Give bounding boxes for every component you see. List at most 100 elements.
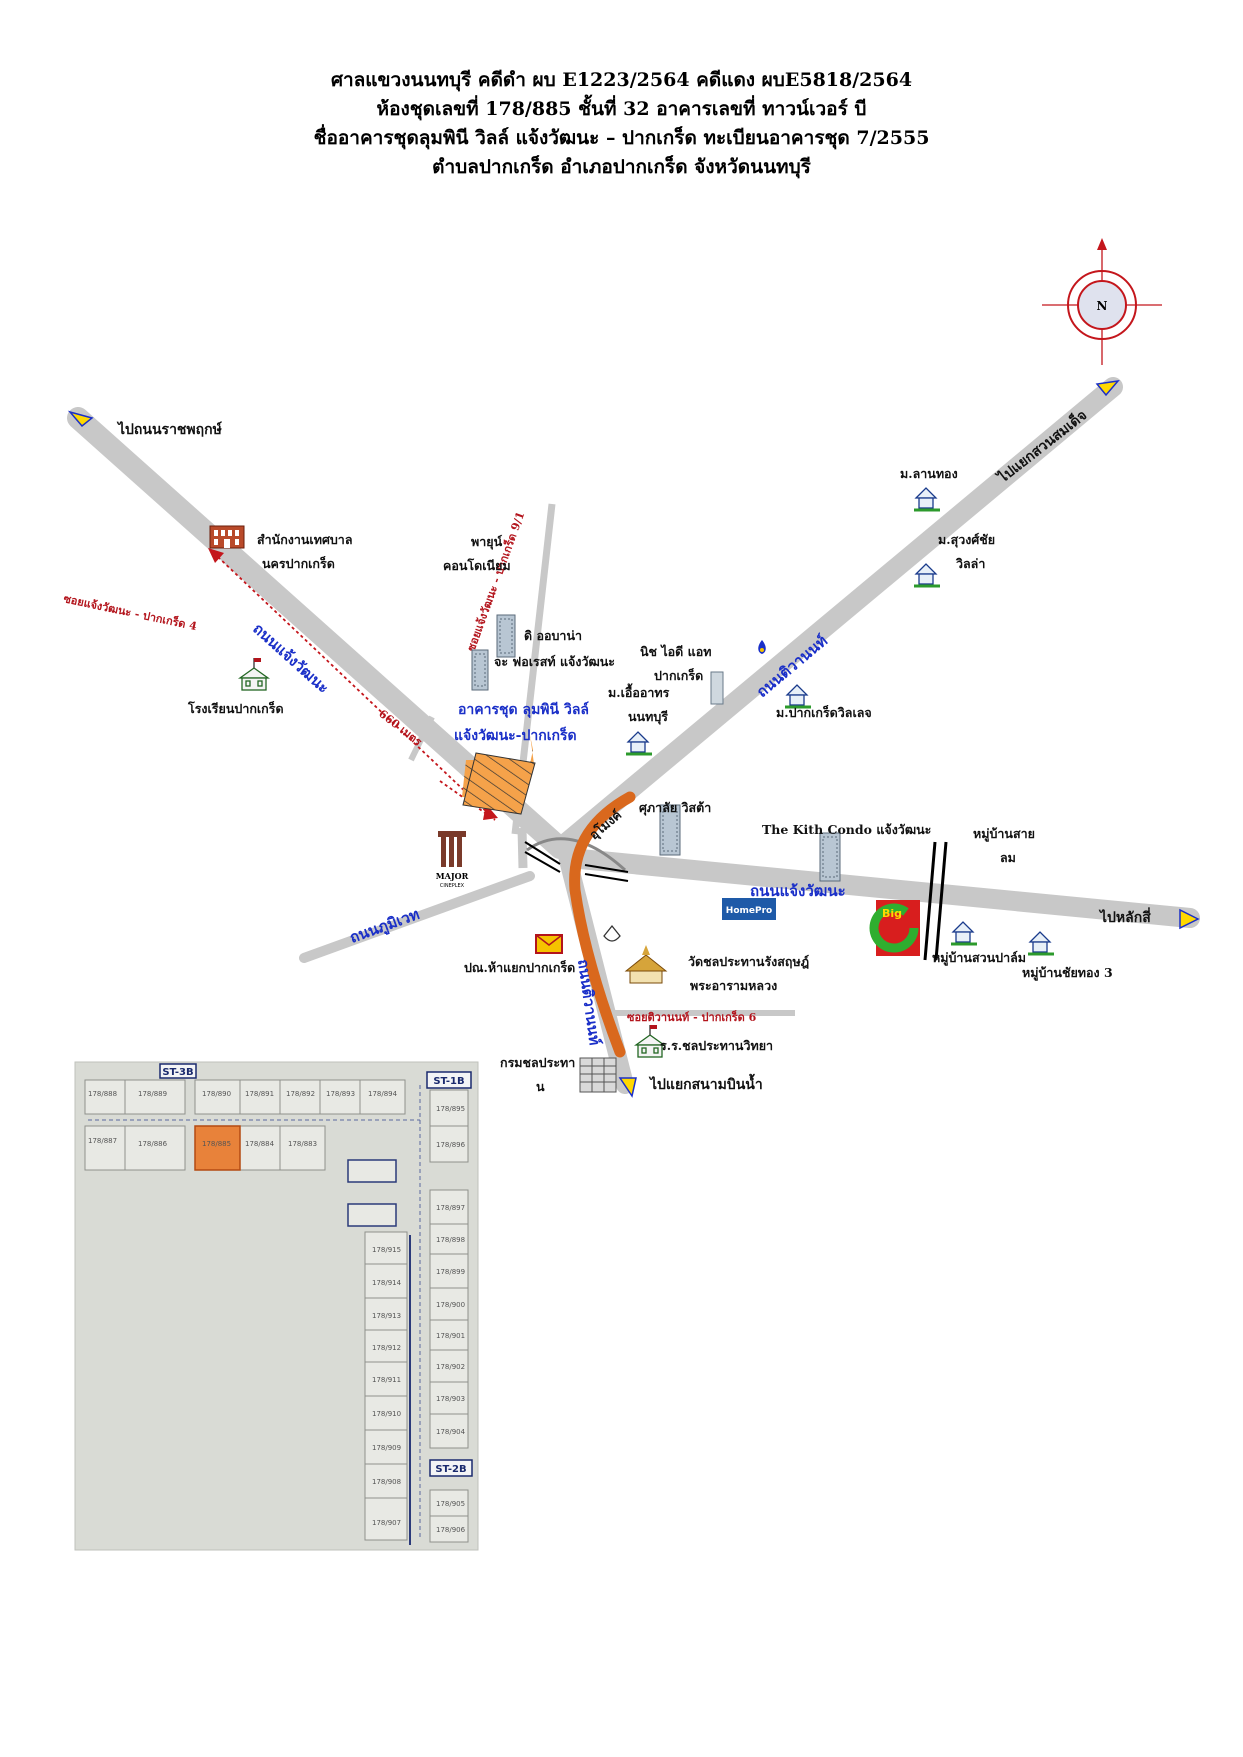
- label-pakkret-village: ม.ปากเกร็ดวิลเลจ: [776, 705, 872, 720]
- unit-labels-left: 178/915 178/914 178/913 178/912 178/911 …: [372, 1246, 402, 1527]
- unit-label: 178/884: [245, 1140, 275, 1148]
- unit-label: 178/907: [372, 1519, 401, 1527]
- compass-label: N: [1097, 299, 1108, 313]
- unit-label: 178/898: [436, 1236, 465, 1244]
- landmark-icon: [603, 924, 621, 942]
- homepro-logo: HomePro: [722, 898, 776, 920]
- school-icons: [237, 658, 667, 1058]
- label-lanthong: ม.ลานทอง: [900, 466, 958, 481]
- major-logo-line2: CINEPLEX: [440, 883, 465, 889]
- page-header: ศาลแขวงนนทบุรี คดีดำ ผบ E1223/2564 คดีแด…: [0, 66, 1243, 182]
- label-irrigation-dept-1: กรมชลประทา: [500, 1055, 575, 1070]
- unit-label: 178/915: [372, 1246, 401, 1254]
- label-irrigation-school: ร.ร.ชลประทานวิทยา: [660, 1038, 773, 1053]
- label-municipal-office-1: สำนักงานเทศบาล: [257, 532, 353, 547]
- header-line-2: ห้องชุดเลขที่ 178/885 ชั้นที่ 32 อาคารเล…: [376, 98, 867, 120]
- label-payun-2: คอนโดเนียม: [443, 558, 511, 573]
- unit-label: 178/886: [138, 1140, 168, 1148]
- unit-label: 178/889: [138, 1090, 167, 1098]
- label-obana: ดิ ออบาน่า: [524, 628, 582, 643]
- irrigation-dept-icon: [579, 1057, 617, 1093]
- unit-label: 178/905: [436, 1500, 465, 1508]
- stair-label-1b: ST-1B: [433, 1076, 464, 1087]
- label-pakkret-school: โรงเรียนปากเกร็ด: [187, 701, 284, 716]
- unit-label: 178/883: [288, 1140, 317, 1148]
- label-niche-1: นิช ไอดี แอท: [640, 644, 712, 659]
- temple-icon: [624, 945, 668, 984]
- unit-label: 178/890: [202, 1090, 231, 1098]
- label-niche-2: ปากเกร็ด: [654, 668, 703, 683]
- stair-label-2b: ST-2B: [435, 1464, 466, 1475]
- unit-label: 178/914: [372, 1279, 402, 1287]
- direction-suan-somdet: ไปแยกสวนสมเด็จ: [993, 406, 1090, 488]
- label-post-office: ปณ.ห้าแยกปากเกร็ด: [464, 960, 575, 975]
- header-line-1: ศาลแขวงนนทบุรี คดีดำ ผบ E1223/2564 คดีแด…: [330, 69, 913, 91]
- unit-label: 178/887: [88, 1137, 117, 1145]
- soi-label-9-1: ซอยแจ้งวัฒนะ - ปากเกร็ด 9/1: [464, 510, 528, 654]
- house-icons: [626, 487, 1054, 956]
- unit-label: 178/911: [372, 1376, 401, 1384]
- unit-label: 178/894: [368, 1090, 398, 1098]
- unit-label: 178/912: [372, 1344, 401, 1352]
- unit-label: 178/896: [436, 1141, 466, 1149]
- unit-label: 178/909: [372, 1444, 401, 1452]
- homepro-label: HomePro: [726, 906, 772, 916]
- target-label-line1: อาคารชุด ลุมพินี วิลล์: [458, 701, 589, 718]
- label-irrigation-dept-2: น: [536, 1079, 545, 1094]
- major-logo-line1: MAJOR: [436, 871, 469, 881]
- post-office-icon: [535, 934, 563, 954]
- label-suangchai-1: ม.สุวงศ์ชัย: [938, 532, 995, 548]
- unit-label: 178/897: [436, 1204, 465, 1212]
- unit-label: 178/892: [286, 1090, 315, 1098]
- condo-tower-icons: [471, 614, 841, 882]
- unit-label: 178/899: [436, 1268, 465, 1276]
- header-line-4: ตำบลปากเกร็ด อำเภอปากเกร็ด จังหวัดนนทบุร…: [432, 156, 811, 178]
- unit-label-highlighted: 178/885: [202, 1140, 231, 1148]
- target-label-line2: แจ้งวัฒนะ-ปากเกร็ด: [454, 726, 577, 744]
- label-uea-1: ม.เอื้ออาทร: [608, 683, 670, 700]
- road-label-phumiwet: ถนนภูมิเวท: [347, 905, 422, 948]
- unit-label: 178/901: [436, 1332, 465, 1340]
- label-uea-2: นนทบุรี: [628, 709, 668, 725]
- highlighted-unit: [194, 1125, 241, 1171]
- label-supalai: ศุภาลัย วิสต้า: [639, 800, 711, 816]
- municipal-office-icon: [209, 525, 245, 549]
- label-municipal-office-2: นครปากเกร็ด: [262, 556, 335, 571]
- direction-sanambin-nam: ไปแยกสนามบินน้ำ: [648, 1073, 763, 1093]
- soi-label-6: ซอยติวานนท์ - ปากเกร็ด 6: [627, 1010, 757, 1024]
- unit-label: 178/891: [245, 1090, 274, 1098]
- unit-label: 178/895: [436, 1105, 465, 1113]
- unit-label: 178/913: [372, 1312, 401, 1320]
- label-chaithong: หมู่บ้านชัยทอง 3: [1022, 965, 1113, 981]
- label-kith: The Kith Condo แจ้งวัฒนะ: [762, 822, 931, 837]
- label-wat-1: วัดชลประทานรังสฤษฎ์: [688, 954, 809, 970]
- target-plot: [462, 752, 536, 815]
- big-c-logo: Big: [869, 900, 920, 956]
- label-wat-2: พระอารามหลวง: [690, 978, 777, 993]
- label-suanpalm: หมู่บ้านสวนปาล์ม: [932, 950, 1026, 966]
- direction-arrows: [67, 379, 1200, 1098]
- unit-labels-top: 178/888 178/889 178/890 178/891 178/892 …: [88, 1090, 398, 1148]
- unit-label: 178/906: [436, 1526, 466, 1534]
- unit-labels-right: 178/895 178/896 178/897 178/898 178/899 …: [436, 1105, 466, 1534]
- compass-icon: N: [1042, 238, 1162, 365]
- soi-label-4: ซอยแจ้งวัฒนะ - ปากเกร็ด 4: [62, 591, 198, 633]
- label-sailom-2: ลม: [1000, 850, 1016, 865]
- road-label-chaengwattana-e: ถนนแจ้งวัฒนะ: [750, 882, 846, 900]
- unit-label: 178/904: [436, 1428, 466, 1436]
- unit-label: 178/888: [88, 1090, 117, 1098]
- unit-label: 178/902: [436, 1363, 465, 1371]
- gas-station-icon: [758, 640, 766, 654]
- label-suangchai-2: วิลล่า: [955, 556, 985, 571]
- label-payun-1: พายุน์: [471, 534, 503, 550]
- unit-label: 178/910: [372, 1410, 401, 1418]
- floor-plan: ST-3B ST-1B ST-2B 178/888 178/889 178/89…: [74, 1061, 479, 1551]
- direction-ratchaphruek: ไปถนนราชพฤกษ์: [116, 420, 222, 438]
- major-cineplex-logo: MAJOR CINEPLEX: [436, 831, 469, 889]
- label-forest: จะ ฟอเรสท์ แจ้งวัฒนะ: [494, 654, 615, 669]
- header-line-3: ชื่ออาคารชุดลุมพินี วิลล์ แจ้งวัฒนะ – ปา…: [313, 127, 930, 149]
- label-sailom-1: หมู่บ้านสาย: [973, 826, 1035, 842]
- direction-lak-si: ไปหลักสี่: [1098, 907, 1151, 926]
- stair-label-3b: ST-3B: [162, 1067, 193, 1078]
